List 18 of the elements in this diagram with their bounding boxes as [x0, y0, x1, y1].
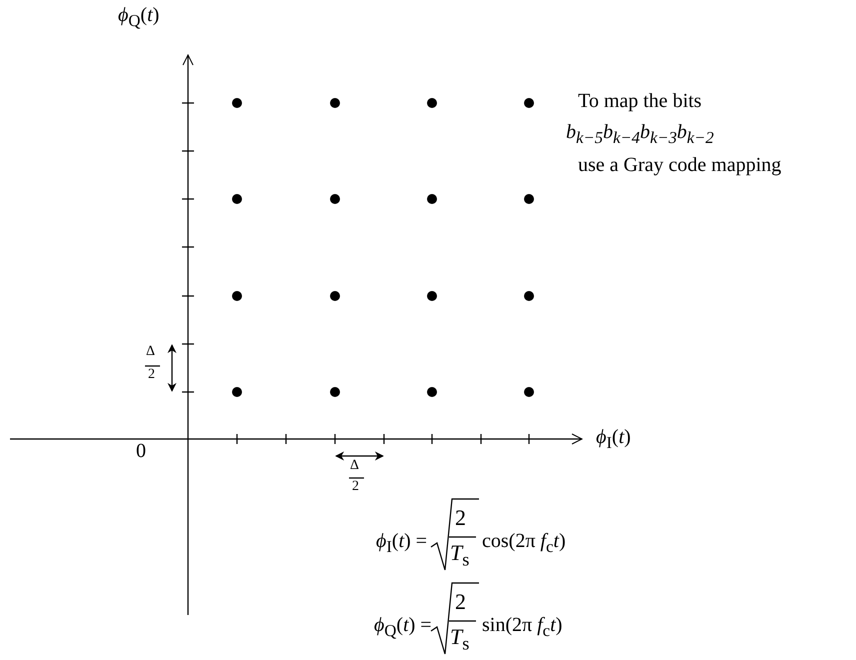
- dimension-label: Δ: [350, 458, 360, 474]
- fraction-numerator: 2: [455, 589, 466, 614]
- fraction-numerator: 2: [455, 505, 466, 530]
- note-text: To map the bits: [578, 90, 702, 113]
- origin-label: 0: [136, 440, 146, 463]
- dimension-label: 2: [148, 367, 155, 384]
- formula-text: ϕ$_{I}$(t) =: [376, 530, 428, 556]
- axis-label: ϕ$_{Q}$(t): [118, 4, 160, 30]
- note-text: use a Gray code mapping: [578, 154, 782, 177]
- axis-label: ϕ$_{I}$(t): [596, 426, 631, 452]
- fraction-denominator: T$_{s}$: [450, 624, 470, 654]
- dimension-label: Δ: [146, 344, 156, 360]
- bit-sequence: b$_{k−5}$b$_{k−4}$b$_{k−3}$b$_{k−2}$: [566, 121, 714, 148]
- formula-text: cos(2π f$_{c}$t): [482, 530, 566, 556]
- fraction-denominator: T$_{s}$: [450, 540, 470, 570]
- formula-text: sin(2π f$_{c}$t): [482, 614, 562, 640]
- dimension-label: 2: [352, 479, 359, 496]
- formula-text: ϕ$_{Q}$(t) =: [374, 614, 432, 640]
